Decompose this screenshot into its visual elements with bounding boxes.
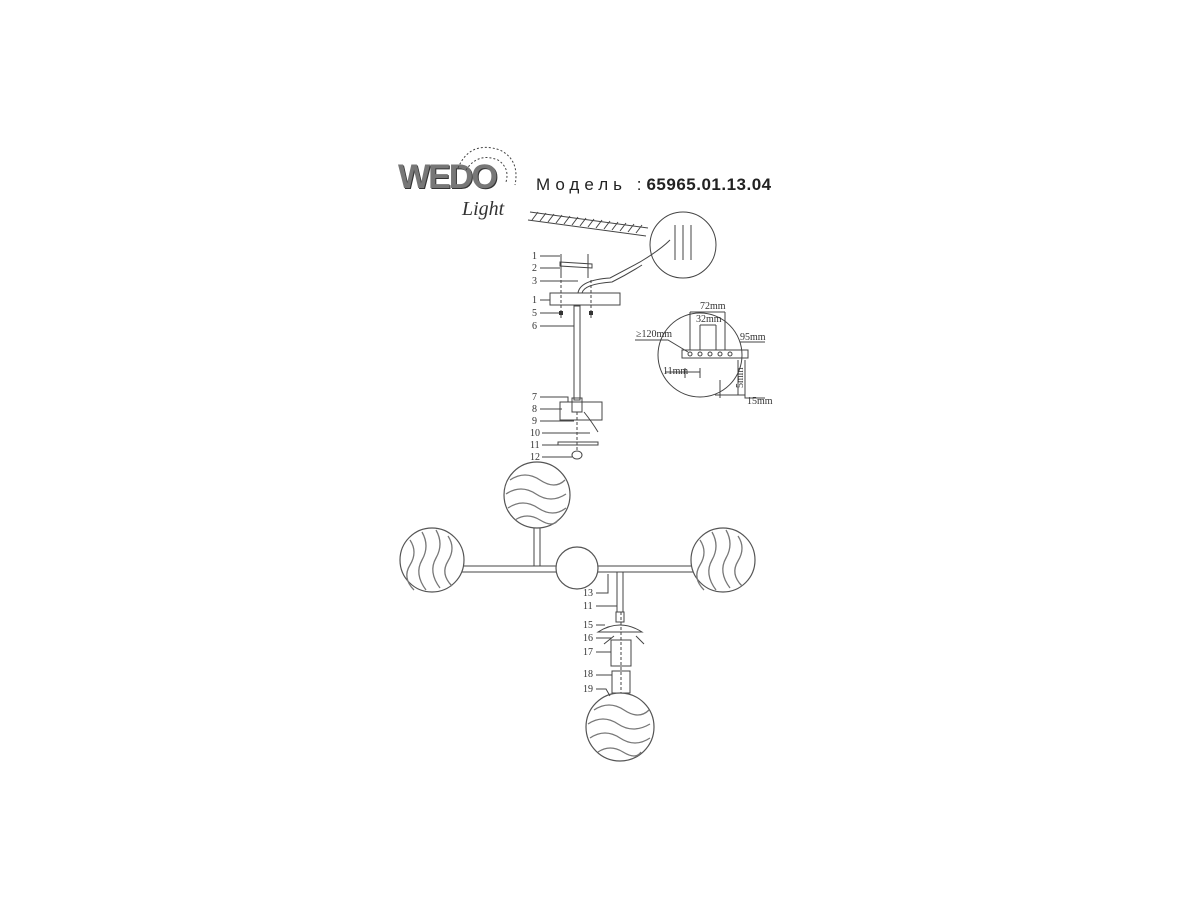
model-number: 65965.01.13.04 [646, 175, 772, 194]
callout-5: 5 [532, 308, 537, 319]
callout-7: 7 [532, 392, 537, 403]
globe-right [690, 527, 756, 593]
bracket [559, 401, 603, 421]
callout-12: 12 [530, 452, 540, 463]
ceiling-hatch [527, 211, 649, 237]
callout-3: 3 [532, 276, 537, 287]
dim-95mm: 95mm [740, 332, 766, 343]
callout-14: 11 [583, 601, 593, 612]
glass-globes [399, 461, 756, 762]
logo-swirl-icon [457, 146, 517, 186]
dim-5mm: 5mm [735, 367, 746, 388]
callout-16: 16 [583, 633, 593, 644]
callout-10: 10 [530, 428, 540, 439]
dim-32mm: 32mm [696, 314, 722, 325]
globe-left [399, 527, 465, 593]
callout-19: 19 [583, 684, 593, 695]
callout-1: 1 [532, 251, 537, 262]
dim-15mm: 15mm [747, 396, 773, 407]
model-label: Модель : [536, 175, 647, 194]
cover-disk [557, 441, 599, 446]
center-hub [555, 546, 599, 590]
mounting-assembly [549, 211, 717, 460]
globe-bottom [585, 692, 655, 762]
mount-callouts: 1 2 3 1 5 6 7 8 9 10 11 12 [530, 251, 590, 463]
dim-11mm: 11mm [663, 366, 688, 377]
callout-11: 11 [530, 440, 540, 451]
callout-15: 15 [583, 620, 593, 631]
wiring-detail-magnifier [649, 211, 717, 279]
callout-2: 2 [532, 263, 537, 274]
model-title: Модель :65965.01.13.04 [536, 175, 772, 195]
callout-8: 8 [532, 404, 537, 415]
dim-120mm: ≥120mm [636, 329, 672, 340]
dim-72mm: 72mm [700, 301, 726, 312]
callout-13: 13 [583, 588, 593, 599]
callout-4: 1 [532, 295, 537, 306]
finial [571, 450, 583, 460]
callout-17: 17 [583, 647, 593, 658]
dimension-detail: 72mm 32mm ≥120mm 95mm 11mm 5mm 15mm [635, 301, 773, 407]
fixture-callouts: 13 11 15 16 17 18 19 [583, 574, 617, 697]
brand-logo: WEDO [398, 158, 498, 196]
canopy [549, 292, 621, 306]
shade-holder [596, 624, 644, 633]
rod [573, 305, 581, 401]
globe-top [503, 461, 571, 529]
callout-6: 6 [532, 321, 537, 332]
fixture-body [462, 527, 693, 700]
brand-logo-sub: Light [462, 198, 505, 220]
callout-18: 18 [583, 669, 593, 680]
callout-9: 9 [532, 416, 537, 427]
